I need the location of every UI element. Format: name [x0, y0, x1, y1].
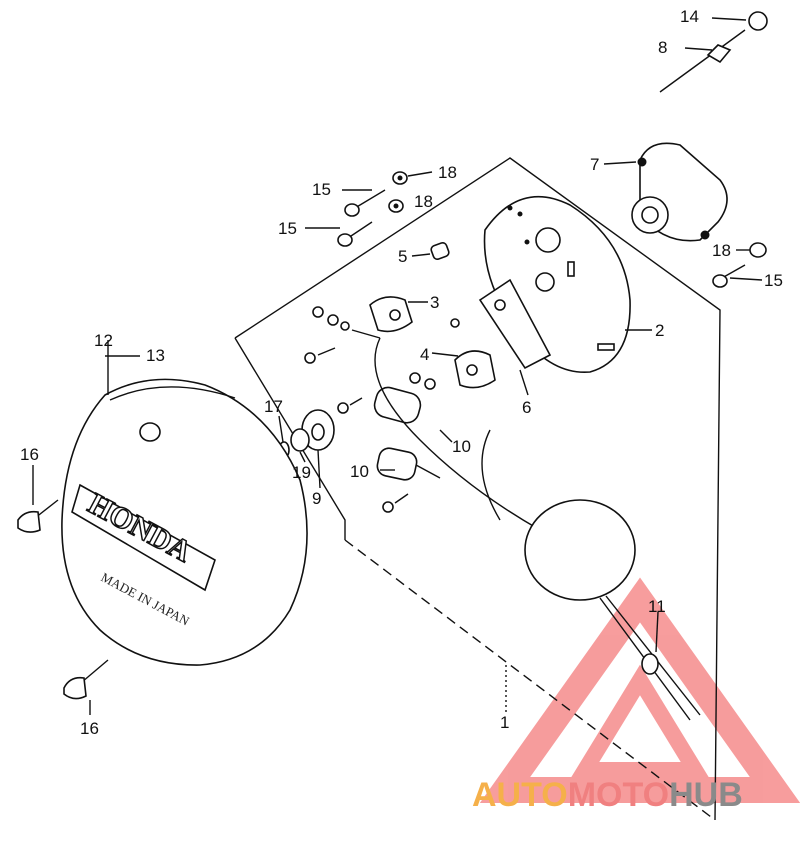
callout-8: 8 [658, 38, 667, 57]
callout-6: 6 [522, 398, 531, 417]
part-19-washer [290, 428, 310, 463]
part-9-cam [301, 409, 335, 489]
part-10-condenser-lower [376, 447, 441, 481]
watermark-moto: MOTO [568, 776, 669, 814]
callout-10-lower: 10 [350, 462, 369, 481]
callout-12: 12 [94, 331, 113, 350]
watermark-hub: HUB [669, 776, 743, 814]
assembly-boundary [234, 157, 721, 821]
callout-3: 3 [430, 293, 439, 312]
callout-18-middle: 18 [414, 192, 433, 211]
svg-text:AUTOMOTOHUB: AUTOMOTOHUB [472, 776, 743, 814]
part-18-washer-upper [392, 171, 433, 185]
callout-15-lower: 15 [278, 219, 297, 238]
callout-labels: 14 8 7 18 15 18 15 5 18 15 3 2 4 6 12 13… [20, 7, 783, 738]
callout-5: 5 [398, 247, 407, 266]
callout-2: 2 [655, 321, 664, 340]
watermark-logo [479, 577, 800, 803]
part-15-bolt-upper [342, 189, 386, 217]
callout-10-upper: 10 [452, 437, 471, 456]
part-12-point-cover: HONDA MADE IN JAPAN [61, 340, 308, 666]
screws-cluster [304, 347, 409, 513]
part-11-grommet [641, 611, 659, 675]
callout-7: 7 [590, 155, 599, 174]
part-5-pin [411, 242, 450, 260]
part-6-bracket [450, 278, 552, 396]
part-8-pin [659, 29, 746, 93]
part-18-washer-lower [388, 199, 404, 213]
watermark-auto: AUTO [472, 776, 568, 814]
part-3-contact-breaker [312, 296, 428, 339]
part-18-washer-right [736, 242, 767, 258]
callout-19: 19 [292, 463, 311, 482]
callout-14: 14 [680, 7, 699, 26]
callout-16-lower: 16 [80, 719, 99, 738]
part-16-bolt-lower [63, 659, 109, 715]
callout-1: 1 [500, 713, 509, 732]
part-14-cap [711, 11, 768, 31]
callout-16-upper: 16 [20, 445, 39, 464]
callout-13: 13 [146, 346, 165, 365]
part-16-bolt-upper [17, 465, 59, 533]
callout-15-right: 15 [764, 271, 783, 290]
callout-17: 17 [264, 397, 283, 416]
callout-9: 9 [312, 489, 321, 508]
part-15-bolt-lower [305, 221, 373, 247]
callout-11: 11 [648, 597, 666, 616]
part-7-advancer [603, 142, 728, 242]
callout-15-upper: 15 [312, 180, 331, 199]
callout-18-right: 18 [712, 241, 731, 260]
callout-18-upper: 18 [438, 163, 457, 182]
part-15-bolt-right [712, 264, 763, 288]
callout-4: 4 [420, 345, 429, 364]
watermark-wordmark: AUTOMOTOHUB [472, 776, 743, 814]
part-4-contact-breaker [409, 350, 496, 390]
